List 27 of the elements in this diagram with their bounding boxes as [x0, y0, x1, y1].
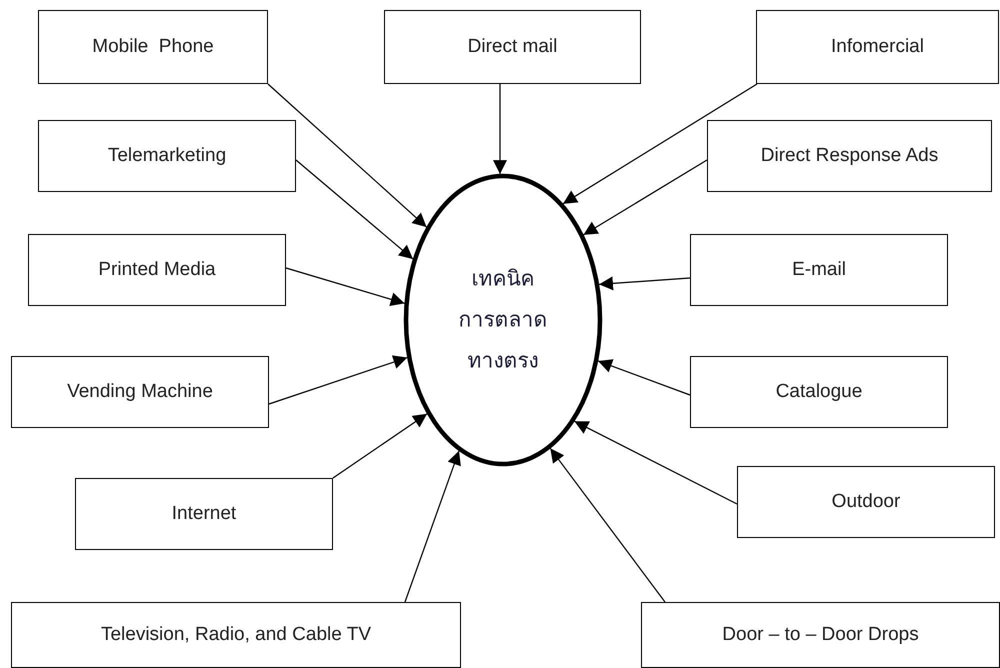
text-box: Direct Response Ads [707, 120, 992, 192]
text-box: E-mail [690, 234, 948, 306]
center-label: เทคนิคการตลาดทางตรง [458, 266, 548, 374]
text-box: Vending Machine [11, 356, 269, 428]
arrow [550, 448, 666, 602]
arrow [598, 276, 690, 290]
text-box: Outdoor [737, 466, 995, 538]
arrow [562, 83, 758, 204]
text-box: Catalogue [690, 356, 948, 428]
arrow [574, 420, 738, 505]
arrow [493, 84, 507, 174]
arrow [268, 355, 408, 405]
arrow [286, 267, 405, 306]
arrow [583, 159, 708, 236]
text-box: Television, Radio, and Cable TV [11, 602, 461, 668]
text-box: Mobile Phone [38, 10, 268, 84]
arrow [598, 359, 690, 396]
text-box: Infomercial [756, 10, 999, 84]
arrow [268, 84, 428, 228]
arrow [296, 160, 414, 260]
arrow [332, 413, 428, 478]
text-box: Direct mail [384, 10, 641, 84]
arrow [404, 450, 461, 602]
text-box: Printed Media [28, 234, 286, 306]
text-box: Door – to – Door Drops [641, 602, 1000, 668]
text-box: Internet [75, 478, 333, 550]
text-box: Telemarketing [38, 120, 296, 192]
